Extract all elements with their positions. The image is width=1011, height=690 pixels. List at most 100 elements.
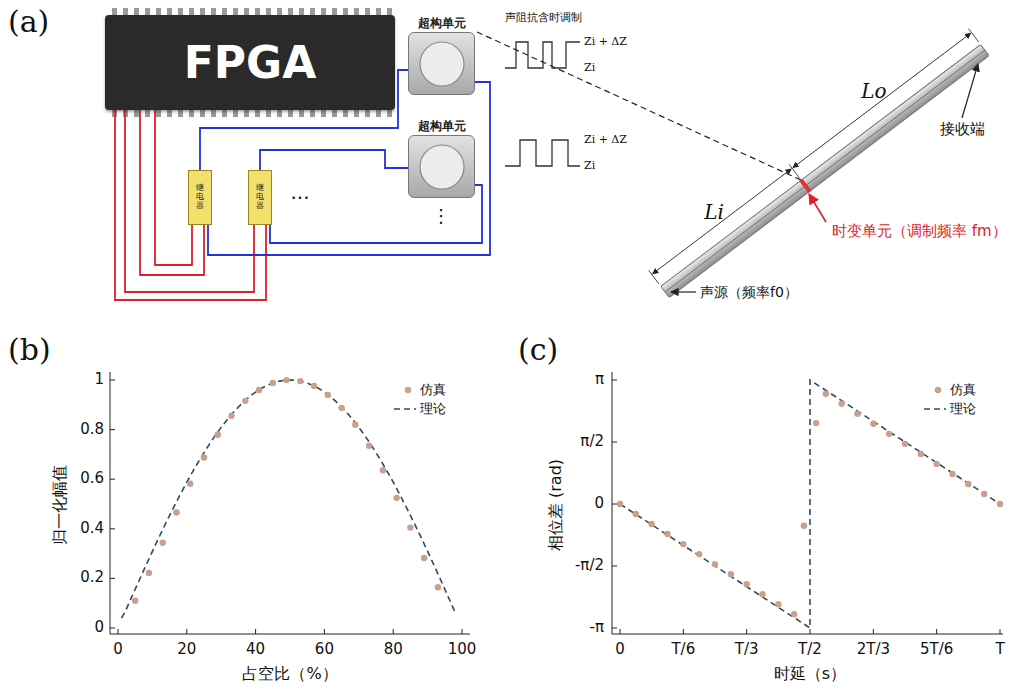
- label-anchor: 0.8: [80, 421, 104, 438]
- chip-pins: [310, 109, 315, 117]
- simulation-points: [743, 581, 749, 587]
- simulation-points: [338, 405, 344, 411]
- tick-marks: [110, 429, 115, 430]
- simulation-points: [421, 555, 427, 561]
- waveguide-tube: [799, 179, 811, 193]
- waveguide-tube: [661, 45, 989, 298]
- tick-label: π/2: [580, 433, 604, 450]
- box-label: FPGA: [184, 37, 316, 88]
- square-wave: [505, 42, 580, 166]
- tick-marks: [186, 629, 187, 634]
- legend-sample: [924, 408, 946, 410]
- tick-label: 20: [177, 641, 196, 658]
- simulation-points: [187, 481, 193, 487]
- tick-marks: [612, 380, 617, 628]
- tick-marks: [118, 629, 462, 634]
- text-label: (c): [518, 333, 558, 368]
- chip-pins: [376, 109, 381, 117]
- chip-pins: [354, 109, 359, 117]
- label-anchor: Lo: [861, 80, 886, 103]
- label-anchor: T/2: [798, 641, 822, 658]
- tick-label: 0.8: [80, 421, 104, 438]
- simulation-points: [215, 432, 221, 438]
- tick-label: 0.2: [80, 570, 104, 587]
- simulation-points: [933, 461, 939, 467]
- label-anchor: 0.4: [80, 520, 104, 537]
- label-anchor: 0.6: [80, 471, 104, 488]
- text-label: 声源（频率f0）: [700, 284, 798, 300]
- tick-label: T/2: [798, 641, 822, 658]
- chip-pins: [233, 109, 238, 117]
- leader-dashed: [477, 32, 801, 180]
- square-wave: [505, 42, 580, 68]
- tick-marks: [873, 629, 874, 634]
- label-anchor: 80: [384, 641, 403, 658]
- label-anchor: ···: [290, 187, 309, 210]
- simulation-points: [918, 451, 924, 457]
- waveguide-tube: [653, 169, 792, 274]
- legend-sample: [394, 387, 946, 409]
- legend-sample: [394, 408, 416, 410]
- theory-curve: [620, 380, 1000, 628]
- chip-pins: [343, 109, 348, 117]
- legend-text: 理论: [420, 402, 446, 417]
- simulation-points: [886, 431, 892, 437]
- simulation-points: [680, 541, 686, 547]
- tick-marks: [612, 380, 617, 381]
- fpga-chip: FPGA: [105, 15, 395, 110]
- chip-pins: [387, 109, 392, 117]
- metastructure-unit: 超构单元: [408, 135, 475, 198]
- text-label: 接收端: [940, 121, 985, 138]
- simulation-points: [696, 551, 702, 557]
- simulation-points: [617, 501, 623, 507]
- chip-pins: [145, 109, 150, 117]
- tick-marks: [612, 504, 617, 505]
- tick-label: 1: [94, 371, 104, 388]
- tick-label: 60: [315, 641, 334, 658]
- tick-label: 100: [448, 641, 477, 658]
- label-anchor: -π/2: [575, 557, 604, 574]
- box-label: 继电器: [256, 184, 264, 210]
- simulation-points: [791, 611, 797, 617]
- tick-label: 5T/6: [920, 641, 953, 658]
- simulation-points: [256, 387, 262, 393]
- relay-box: 继电器: [248, 170, 272, 225]
- tick-label: T: [995, 641, 1004, 658]
- text-label: (a): [8, 5, 49, 40]
- text-label: 占空比（%）: [242, 665, 337, 683]
- legend-text: 仿真: [950, 383, 976, 398]
- simulation-points: [242, 398, 248, 404]
- chip-pins: [255, 109, 260, 117]
- tick-label: 40: [246, 641, 265, 658]
- simulation-points: [801, 523, 807, 529]
- legend-text: 仿真: [420, 383, 446, 398]
- tick-marks: [110, 628, 115, 629]
- label-anchor: 2T/3: [857, 641, 890, 658]
- label-anchor: 0: [615, 641, 625, 658]
- text-label: Lo: [861, 80, 886, 103]
- simulation-points: [380, 467, 386, 473]
- tick-marks: [393, 629, 394, 634]
- text-label: Zi: [584, 62, 595, 75]
- unit-membrane: [409, 136, 474, 197]
- legend-sample: [935, 387, 941, 393]
- label-anchor: 1: [94, 371, 104, 388]
- label-anchor: 相位差 (rad): [547, 459, 565, 551]
- simulation-points: [352, 422, 358, 428]
- simulation-points: [981, 491, 987, 497]
- label-anchor: π: [595, 371, 604, 388]
- simulation-points: [228, 413, 234, 419]
- simulation-points: [160, 540, 166, 546]
- chip-pins: [288, 109, 293, 117]
- tick-marks: [118, 629, 119, 634]
- legend-anchor: 理论: [950, 402, 976, 417]
- chip-pins: [156, 109, 161, 117]
- x-axis: [612, 634, 1003, 635]
- legend-anchor: 仿真: [420, 383, 446, 398]
- label-anchor: 40: [246, 641, 265, 658]
- legend-anchor: 仿真: [950, 383, 976, 398]
- waveguide-tube: [793, 33, 971, 168]
- label-anchor: π/2: [580, 433, 604, 450]
- simulation-points: [297, 378, 303, 384]
- tick-marks: [612, 566, 617, 567]
